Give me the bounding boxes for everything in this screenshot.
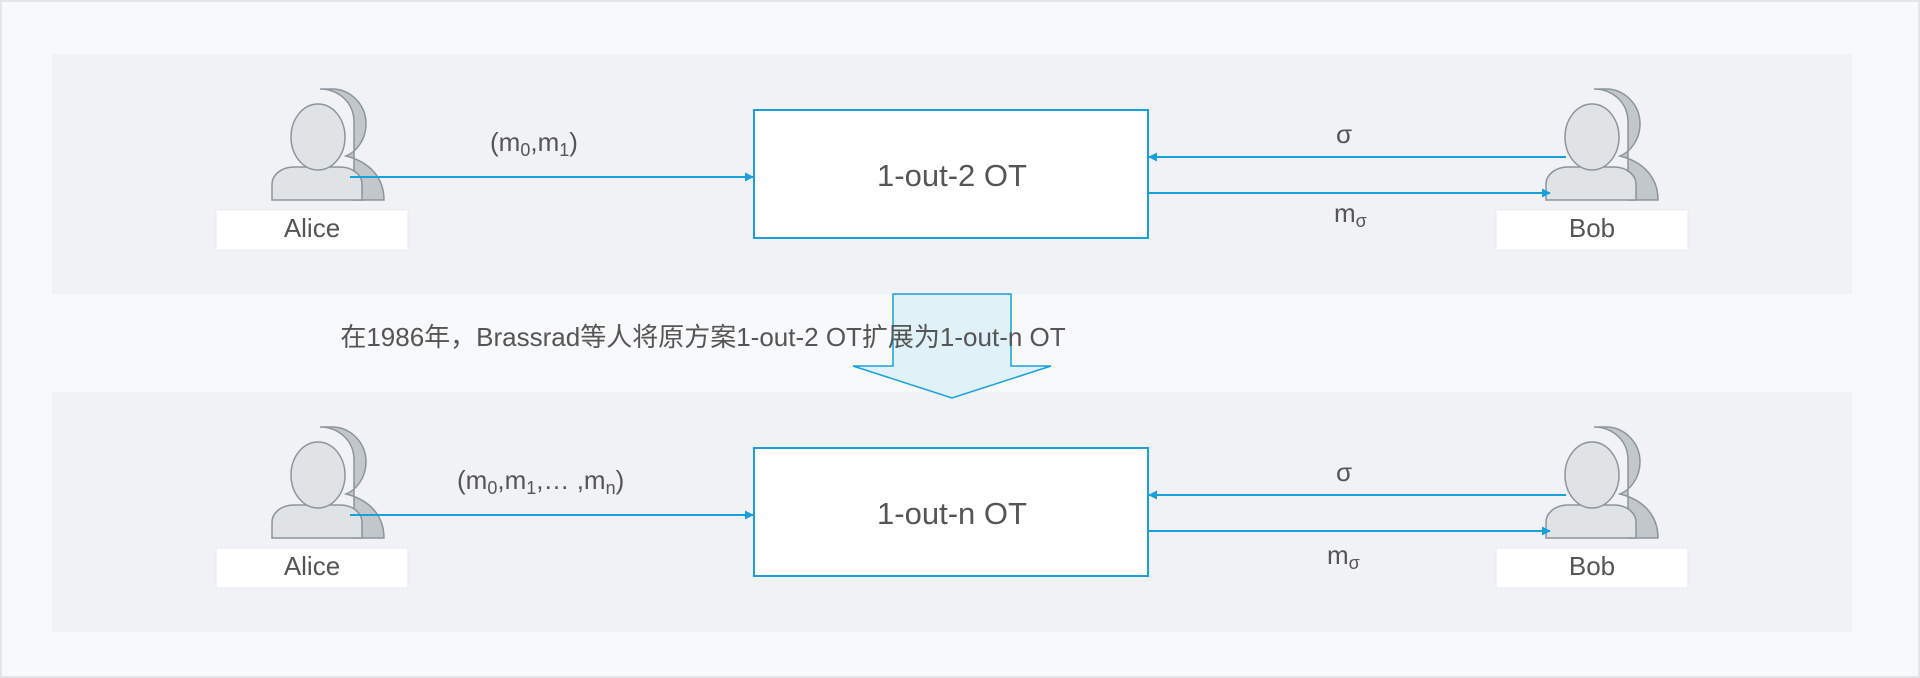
output-label: mσ <box>1334 198 1367 231</box>
ot-box <box>753 109 1149 239</box>
alice-label-box <box>215 209 409 251</box>
input-label: (m0,m1) <box>490 127 578 160</box>
ot-box <box>753 447 1149 577</box>
ot-box-label: 1-out-n OT <box>877 496 1027 531</box>
input-label: (m0,m1,… ,mn) <box>457 465 624 498</box>
transition-caption: 在1986年，Brassrad等人将原方案1-out-2 OT扩展为1-out-… <box>340 322 1065 352</box>
alice-label-box <box>215 547 409 589</box>
choice-label: σ <box>1336 119 1352 149</box>
alice-label: Alice <box>284 213 340 243</box>
bob-label-box <box>1495 547 1689 589</box>
bob-label: Bob <box>1569 213 1615 243</box>
choice-label: σ <box>1336 457 1352 487</box>
down-arrow-icon <box>852 293 1052 399</box>
bob-label: Bob <box>1569 551 1615 581</box>
output-label: mσ <box>1327 540 1360 573</box>
ot-box-label: 1-out-2 OT <box>877 158 1027 193</box>
alice-label: Alice <box>284 551 340 581</box>
bob-label-box <box>1495 209 1689 251</box>
